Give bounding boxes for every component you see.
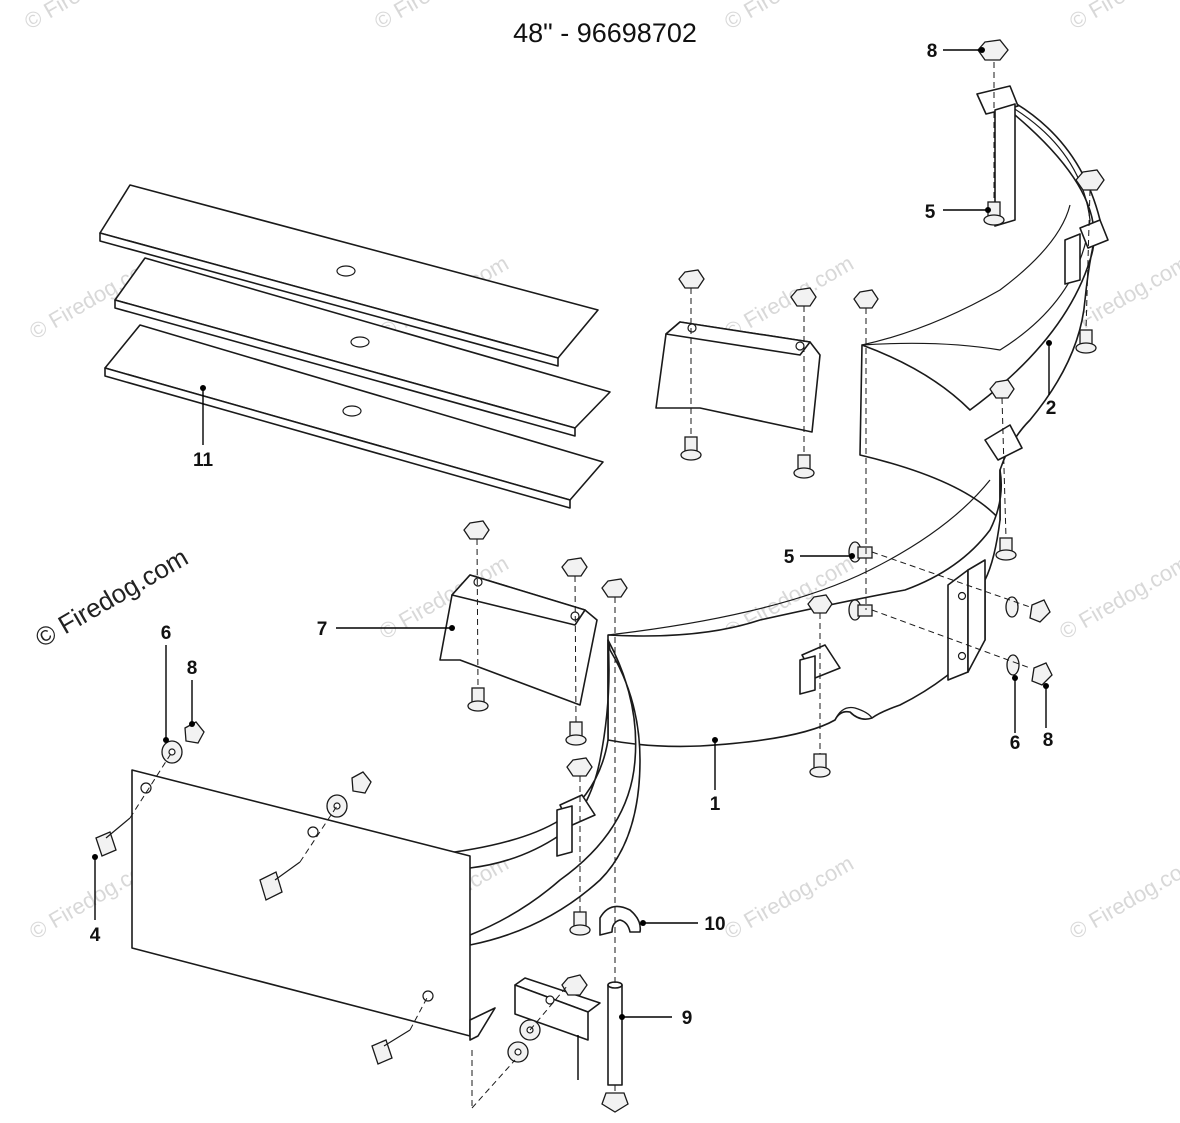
spacer-bar [514, 977, 601, 1041]
watermark: © Firedog.com [720, 0, 858, 34]
callout-4: 4 [90, 925, 101, 946]
callout-7: 7 [317, 619, 328, 640]
callout-8-left: 8 [187, 658, 198, 679]
callout-11: 11 [193, 450, 214, 471]
callout-6-right: 6 [1010, 733, 1021, 754]
left-deck-shell [431, 639, 641, 946]
baffle-lower [439, 574, 598, 706]
baffle-upper [655, 321, 821, 433]
callout-labels: 8 5 2 11 5 7 6 8 6 8 1 4 10 9 [90, 41, 1057, 1029]
callout-8-right: 8 [1043, 730, 1054, 751]
callout-5-top: 5 [925, 202, 936, 223]
watermark: © Firedog.com [1065, 0, 1180, 34]
callout-2: 2 [1046, 398, 1057, 419]
blade-middle [114, 257, 611, 437]
watermark: © Firedog.com [1065, 850, 1180, 944]
watermark: © Firedog.com [20, 0, 158, 34]
main-deck-shell [607, 469, 1003, 748]
watermark: © Firedog.com [1055, 550, 1180, 644]
callout-1: 1 [710, 794, 721, 815]
front-plate [131, 769, 496, 1041]
assembly-lines [129, 62, 1091, 1110]
blade-bottom [104, 324, 604, 509]
watermark: © Firedog.com [370, 0, 508, 34]
blade-top [99, 184, 599, 367]
watermark: © Firedog.com [720, 850, 858, 944]
watermark: © Firedog.com [720, 250, 858, 344]
rod [601, 981, 629, 1113]
callout-10: 10 [704, 914, 725, 935]
diagram-title: 48" - 96698702 [513, 18, 697, 48]
callout-8-top: 8 [927, 41, 938, 62]
blade-stack [99, 184, 611, 509]
hardware [95, 39, 1105, 1065]
callout-6-left: 6 [161, 623, 172, 644]
callout-9: 9 [682, 1008, 693, 1029]
leader-lines [92, 47, 1052, 1080]
clip [599, 905, 642, 936]
callout-5-middle: 5 [784, 547, 795, 568]
right-deck-shell [859, 85, 1109, 521]
